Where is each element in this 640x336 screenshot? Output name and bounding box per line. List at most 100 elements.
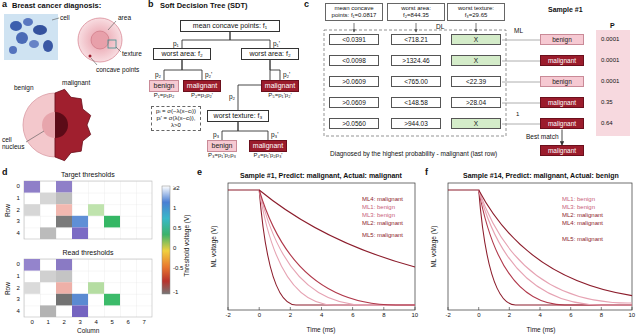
note: Diagnosed by the highest probability - m… — [330, 150, 497, 157]
axis-tick: 3 — [17, 296, 20, 303]
axis-tick: 2 — [17, 207, 20, 214]
curve-ml2 — [479, 190, 632, 305]
node-text: X — [455, 120, 497, 127]
class-box: benign — [540, 76, 584, 87]
input-arrow — [416, 23, 417, 32]
heat-cell — [24, 204, 40, 216]
connector — [182, 32, 230, 48]
tick — [540, 307, 541, 310]
match-line — [502, 124, 540, 125]
cell-blob — [10, 21, 22, 31]
curve-label: ML5: malignant — [562, 236, 603, 243]
panel-title: Breast cancer diagnosis: — [12, 2, 101, 10]
curve-ml1 — [259, 190, 415, 305]
probability-value: 0.64 — [601, 120, 613, 127]
heat-cell — [56, 204, 72, 216]
colorbar-tick: ≥2 — [173, 185, 180, 192]
node-text: >0.0609 — [333, 99, 375, 106]
connector — [238, 122, 268, 140]
colorbar-tick: 1 — [173, 205, 176, 212]
edge-label: p₂ — [154, 72, 162, 79]
decision-node: worst area: f₂ — [241, 48, 299, 60]
panel-letter: e — [197, 168, 202, 178]
dl-array-box — [324, 30, 506, 136]
label: area — [118, 14, 131, 21]
heat-cell — [72, 305, 88, 317]
panel-letter: f — [425, 168, 428, 178]
probability-value: 0.0001 — [601, 36, 619, 43]
plot-title: Sample #1, Predict: malignant, Actual: m… — [240, 172, 402, 180]
tick — [601, 307, 602, 310]
sub-text: P₄=p₁'p₂p₃' — [253, 152, 282, 159]
axis-tick: 8 — [600, 312, 603, 319]
cell-blob — [9, 46, 17, 54]
tick — [228, 307, 229, 310]
node-text: benign — [544, 78, 580, 85]
edge-label: p₂ — [228, 94, 236, 101]
leaf-box: malignantP₅=p₁'p₂' — [261, 80, 299, 92]
colorbar-tick: -1 — [173, 289, 178, 296]
panel-letter: b — [148, 0, 154, 10]
leader-line — [26, 131, 44, 142]
node-text: malignant — [544, 99, 580, 106]
label: benign — [14, 84, 34, 91]
curve-ml1 — [479, 190, 632, 303]
node-text: <22.39 — [455, 78, 497, 85]
tick — [383, 307, 384, 310]
axis-tick: 2 — [63, 319, 66, 326]
feature-box: mean concave points: f₁=0.0817 — [325, 3, 383, 21]
axis-tick: -2 — [446, 312, 451, 319]
x-ticks — [448, 307, 632, 310]
leader-line — [52, 18, 59, 20]
micrograph-ground — [4, 14, 58, 60]
panel-title: Soft Decision Tree (SDT) — [160, 2, 248, 10]
axis-tick: 5 — [111, 319, 114, 326]
label: cell nucleus — [2, 136, 28, 150]
heatmap-grid — [24, 181, 152, 239]
tick — [290, 307, 291, 310]
edge-label: p₂' — [204, 72, 213, 79]
curve-label: ML3: benign — [562, 204, 595, 211]
node-text: <148.58 — [395, 99, 437, 106]
axis-tick: 1 — [17, 273, 20, 280]
heat-cell — [104, 216, 120, 228]
axis-tick: 2 — [508, 312, 511, 319]
axis-tick: 1 — [47, 319, 50, 326]
node-text: malignant — [187, 82, 217, 90]
curve-label: ML1: benign — [562, 196, 595, 203]
axis-tick: 0 — [258, 312, 261, 319]
plot-frame — [228, 183, 415, 310]
axis-tick: 7 — [143, 319, 146, 326]
heat-cell — [24, 259, 40, 271]
axis-tick: 0 — [477, 312, 480, 319]
edge-label: p₃' — [270, 132, 280, 139]
axis-tick: 4 — [320, 312, 323, 319]
axis-title: Time (ms) — [307, 326, 336, 333]
axis-title: ML voltage (V) — [210, 225, 217, 267]
result-box: malignant — [540, 145, 584, 156]
formula-box: pᵢ = σ(−λ(x−cᵢ))pᵢ' = σ(λ(x−cᵢ)), λ>0 — [151, 106, 201, 131]
node-text: mean concave points: f₁=0.0817 — [329, 5, 379, 19]
curve-ml5 — [479, 190, 632, 296]
axis-tick: 1 — [17, 195, 20, 202]
malignant-nucleus — [55, 112, 68, 138]
label: ML — [514, 27, 523, 34]
benign-nucleus — [42, 112, 55, 138]
plot-title: Sample #14, Predict: malignant, Actual: … — [463, 172, 619, 180]
axis-tick: 0 — [31, 319, 34, 326]
decision-node: worst area: f₂ — [153, 48, 211, 60]
cell-feature-circle — [78, 18, 122, 62]
class-box: malignant — [540, 55, 584, 66]
threshold-cell: <0.0391 — [329, 34, 379, 45]
node-text: worst texture: f₃ — [211, 112, 265, 120]
node-text: <718.21 — [395, 36, 437, 43]
threshold-cell: X — [451, 55, 501, 66]
axis-tick: 4 — [538, 312, 541, 319]
heat-cell — [24, 282, 40, 294]
axis-tick: 6 — [569, 312, 572, 319]
curve-label: ML2: malignant — [562, 212, 603, 219]
feature-box: worst area: f₂=844.35 — [387, 3, 445, 21]
axis-tick: 4 — [95, 319, 98, 326]
tick — [478, 307, 479, 310]
